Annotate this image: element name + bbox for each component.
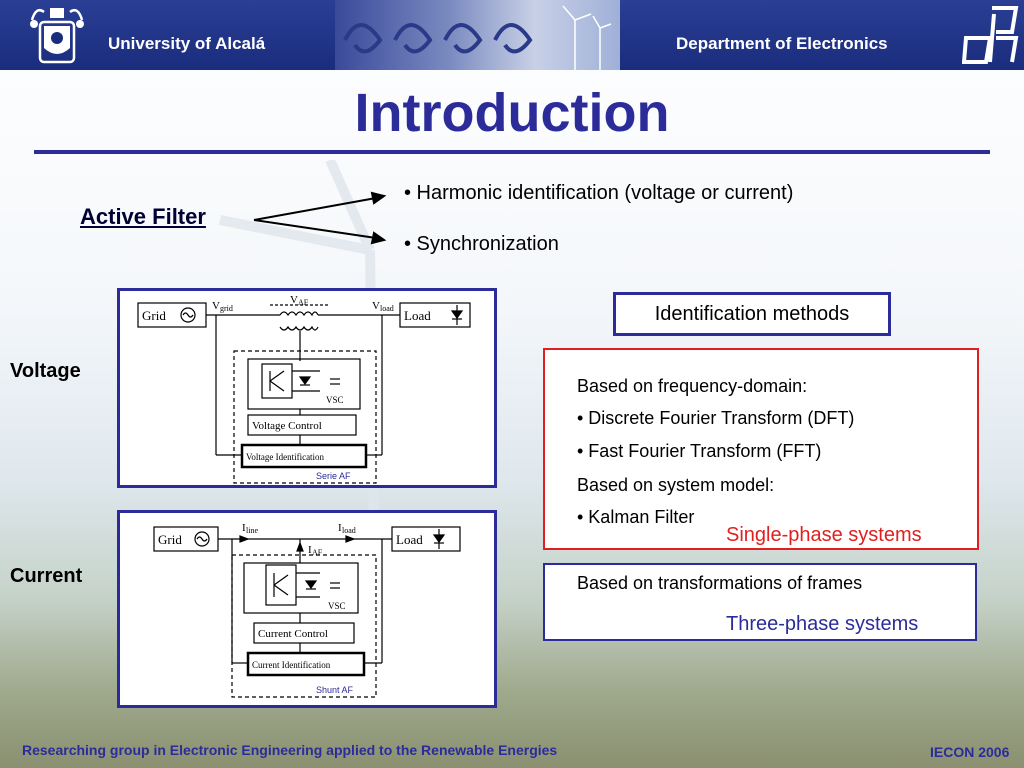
university-crest-icon [30, 8, 84, 64]
single-phase-line-4: Based on system model: [577, 475, 775, 495]
voltage-control-block: Voltage Control [252, 420, 322, 432]
single-phase-line-5: • Kalman Filter [577, 507, 695, 527]
i-line-subscript: line [246, 526, 258, 535]
v-load-symbol: V [372, 300, 380, 312]
header-wind-image [335, 0, 620, 70]
voltage-grid-label: Grid [142, 308, 166, 323]
v-grid-subscript: grid [220, 304, 233, 313]
i-load-symbol: I [338, 522, 342, 534]
single-phase-systems-label: Single-phase systems [726, 524, 922, 546]
i-line-symbol: I [242, 522, 246, 534]
shunt-af-caption: Shunt AF [316, 685, 354, 695]
department-logo-icon [962, 6, 1019, 64]
current-control-block: Current Control [258, 628, 328, 640]
serie-af-caption: Serie AF [316, 471, 351, 481]
current-vsc-label: VSC [328, 601, 346, 611]
branch-arrows [253, 191, 387, 245]
three-phase-box [543, 563, 977, 641]
single-phase-box [543, 348, 979, 550]
voltage-vsc-label: VSC [326, 395, 344, 405]
bullet-harmonic-identification: • Harmonic identification (voltage or cu… [404, 182, 794, 204]
header-band: University of Alcalá Department of Elect… [0, 0, 1024, 70]
serie-af-diagram: Grid Load V grid V AF V load VSC Voltage… [117, 288, 497, 488]
i-af-subscript: AF [312, 548, 323, 557]
single-phase-line-2: • Discrete Fourier Transform (DFT) [577, 408, 855, 428]
current-identification-block: Current Identification [252, 660, 331, 670]
current-label: Current [10, 565, 83, 587]
v-af-subscript: AF [298, 298, 309, 307]
i-load-subscript: load [342, 526, 356, 535]
current-load-label: Load [396, 532, 423, 547]
three-phase-line-1: Based on transformations of frames [577, 573, 863, 593]
identification-methods-heading: Identification methods [613, 292, 891, 336]
single-phase-line-3: • Fast Fourier Transform (FFT) [577, 441, 822, 461]
current-grid-label: Grid [158, 532, 182, 547]
university-name: University of Alcalá [108, 34, 266, 53]
i-af-symbol: I [308, 544, 312, 556]
bullet-synchronization: • Synchronization [404, 233, 559, 255]
single-phase-line-1: Based on frequency-domain: [577, 376, 808, 396]
department-name: Department of Electronics [676, 34, 888, 53]
footer-conference: IECON 2006 [930, 744, 1010, 760]
title-underline [34, 150, 990, 154]
page-title: Introduction [354, 83, 670, 143]
voltage-label: Voltage [10, 360, 81, 382]
voltage-identification-block: Voltage Identification [246, 452, 325, 462]
shunt-af-diagram: Grid Load I line I load I AF VSC Current… [117, 510, 497, 708]
v-grid-symbol: V [212, 300, 220, 312]
v-load-subscript: load [380, 304, 394, 313]
footer-research-group: Researching group in Electronic Engineer… [22, 742, 558, 758]
voltage-load-label: Load [404, 308, 431, 323]
three-phase-systems-label: Three-phase systems [726, 613, 919, 635]
v-af-symbol: V [290, 294, 298, 306]
active-filter-label: Active Filter [80, 204, 206, 229]
